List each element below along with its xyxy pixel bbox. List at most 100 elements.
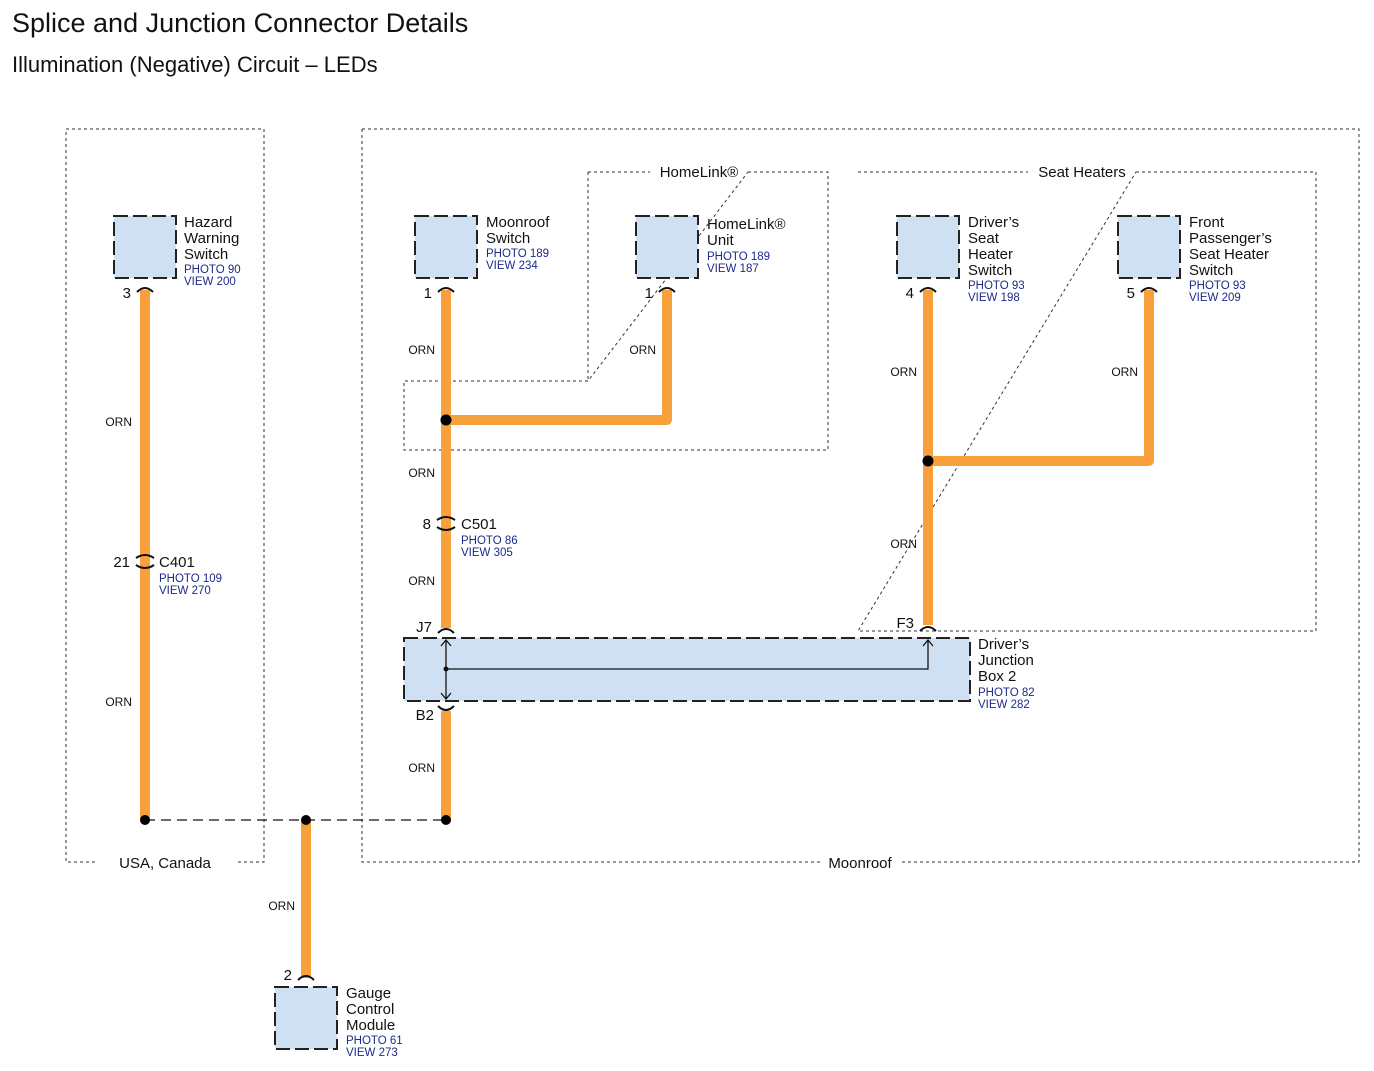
junction-pin-b2: B2 — [416, 707, 434, 724]
page-subtitle: Illumination (Negative) Circuit – LEDs — [12, 52, 378, 77]
c401-connector-upper — [135, 554, 155, 559]
svg-text:Front: Front — [1189, 214, 1225, 231]
photo-ref-link[interactable]: PHOTO 189 — [486, 248, 549, 260]
region-usa-canada-label: USA, Canada — [119, 855, 211, 872]
svg-text:Switch: Switch — [1189, 262, 1233, 279]
page-title: Splice and Junction Connector Details — [12, 8, 469, 38]
photo-ref-link[interactable]: PHOTO 86 — [461, 535, 518, 547]
view-ref-link[interactable]: VIEW 305 — [461, 547, 513, 559]
driver-seat-heater-label: Driver’s Seat Heater Switch PHOTO 93 VIE… — [968, 214, 1025, 304]
photo-ref-link[interactable]: PHOTO 93 — [968, 280, 1025, 292]
svg-text:Switch: Switch — [486, 230, 530, 247]
wire-homelink — [446, 290, 672, 425]
driver-seat-heater-box — [896, 215, 960, 279]
splice-dot — [440, 414, 452, 426]
svg-text:Box 2: Box 2 — [978, 668, 1016, 685]
splice-dot — [922, 455, 934, 467]
svg-text:Switch: Switch — [184, 246, 228, 263]
driver-seat-heater-pin: 4 — [906, 285, 914, 302]
inline-connectors — [135, 516, 456, 569]
region-moonroof-border — [361, 128, 1360, 863]
component-boxes — [113, 215, 1181, 1050]
wire-color-label: ORN — [268, 899, 295, 913]
wire-color-label: ORN — [408, 574, 435, 588]
c501-connector-lower — [436, 526, 456, 531]
wire-labels: ORN ORN ORN ORN ORN ORN ORN ORN ORN ORN … — [105, 343, 1138, 913]
svg-text:Junction: Junction — [978, 652, 1034, 669]
c401-pin: 21 — [113, 554, 130, 571]
photo-ref-link[interactable]: PHOTO 189 — [707, 251, 770, 263]
view-ref-link[interactable]: VIEW 187 — [707, 263, 759, 275]
c501-pin: 8 — [423, 516, 431, 533]
splice-dot — [140, 815, 150, 825]
pin-caps — [136, 287, 1158, 981]
wires — [140, 290, 1154, 978]
svg-text:Switch: Switch — [968, 262, 1012, 279]
photo-ref-link[interactable]: PHOTO 82 — [978, 687, 1035, 699]
hazard-switch-label: Hazard Warning Switch PHOTO 90 VIEW 200 — [184, 214, 241, 288]
splice-points — [140, 414, 934, 825]
svg-text:Seat Heater: Seat Heater — [1189, 246, 1269, 263]
wire-color-label: ORN — [890, 365, 917, 379]
svg-text:Passenger’s: Passenger’s — [1189, 230, 1272, 247]
splice-dot — [301, 815, 311, 825]
svg-text:Gauge: Gauge — [346, 985, 391, 1002]
homelink-unit-pin: 1 — [645, 285, 653, 302]
hazard-switch-box — [113, 215, 177, 279]
view-ref-link[interactable]: VIEW 198 — [968, 292, 1020, 304]
photo-ref-link[interactable]: PHOTO 61 — [346, 1035, 403, 1047]
region-seat-heaters-border — [857, 171, 1317, 632]
wire-color-label: ORN — [105, 415, 132, 429]
region-seat-heaters-label: Seat Heaters — [1038, 164, 1126, 181]
region-usa-canada-border — [65, 128, 265, 863]
wire-color-label: ORN — [408, 343, 435, 357]
svg-text:Warning: Warning — [184, 230, 239, 247]
passenger-seat-heater-box — [1117, 215, 1181, 279]
moonroof-switch-box — [414, 215, 478, 279]
c501-name: C501 — [461, 516, 497, 533]
gauge-control-module-label: Gauge Control Module PHOTO 61 VIEW 273 — [346, 985, 403, 1059]
svg-text:Moonroof: Moonroof — [486, 214, 550, 231]
view-ref-link[interactable]: VIEW 200 — [184, 276, 236, 288]
svg-text:Hazard: Hazard — [184, 214, 232, 231]
view-ref-link[interactable]: VIEW 209 — [1189, 292, 1241, 304]
gauge-control-module-box — [274, 986, 338, 1050]
region-homelink-label: HomeLink® — [660, 164, 739, 181]
hazard-pin: 3 — [123, 285, 131, 302]
wire-passenger-seat — [928, 290, 1154, 466]
junction-pin-j7: J7 — [416, 619, 432, 636]
svg-text:Heater: Heater — [968, 246, 1013, 263]
svg-text:Control: Control — [346, 1001, 394, 1018]
c501-label: 8 C501 PHOTO 86 VIEW 305 — [423, 516, 518, 559]
region-homelink-border — [403, 171, 829, 451]
internal-splice-dot — [443, 666, 449, 672]
photo-ref-link[interactable]: PHOTO 93 — [1189, 280, 1246, 292]
svg-text:HomeLink®: HomeLink® — [707, 216, 786, 233]
svg-text:Unit: Unit — [707, 232, 735, 249]
moonroof-switch-pin: 1 — [424, 285, 432, 302]
moonroof-switch-label: Moonroof Switch PHOTO 189 VIEW 234 — [486, 214, 550, 272]
region-moonroof-label: Moonroof — [828, 855, 892, 872]
photo-ref-link[interactable]: PHOTO 109 — [159, 573, 222, 585]
passenger-seat-heater-label: Front Passenger’s Seat Heater Switch PHO… — [1189, 214, 1272, 304]
photo-ref-link[interactable]: PHOTO 90 — [184, 264, 241, 276]
region-borders — [65, 128, 1360, 863]
c401-name: C401 — [159, 554, 195, 571]
svg-text:Driver’s: Driver’s — [978, 636, 1029, 653]
view-ref-link[interactable]: VIEW 273 — [346, 1047, 398, 1059]
homelink-unit-label: HomeLink® Unit PHOTO 189 VIEW 187 — [707, 216, 786, 275]
svg-text:Driver’s: Driver’s — [968, 214, 1019, 231]
wire-color-label: ORN — [629, 343, 656, 357]
svg-text:Seat: Seat — [968, 230, 1000, 247]
wire-color-label: ORN — [890, 537, 917, 551]
view-ref-link[interactable]: VIEW 234 — [486, 260, 538, 272]
c501-connector-upper — [436, 516, 456, 521]
view-ref-link[interactable]: VIEW 270 — [159, 585, 211, 597]
wire-color-label: ORN — [105, 695, 132, 709]
junction-pin-f3: F3 — [896, 615, 914, 632]
svg-text:Module: Module — [346, 1017, 395, 1034]
view-ref-link[interactable]: VIEW 282 — [978, 699, 1030, 711]
gauge-pin: 2 — [284, 967, 292, 984]
passenger-seat-heater-pin: 5 — [1127, 285, 1135, 302]
wire-color-label: ORN — [1111, 365, 1138, 379]
